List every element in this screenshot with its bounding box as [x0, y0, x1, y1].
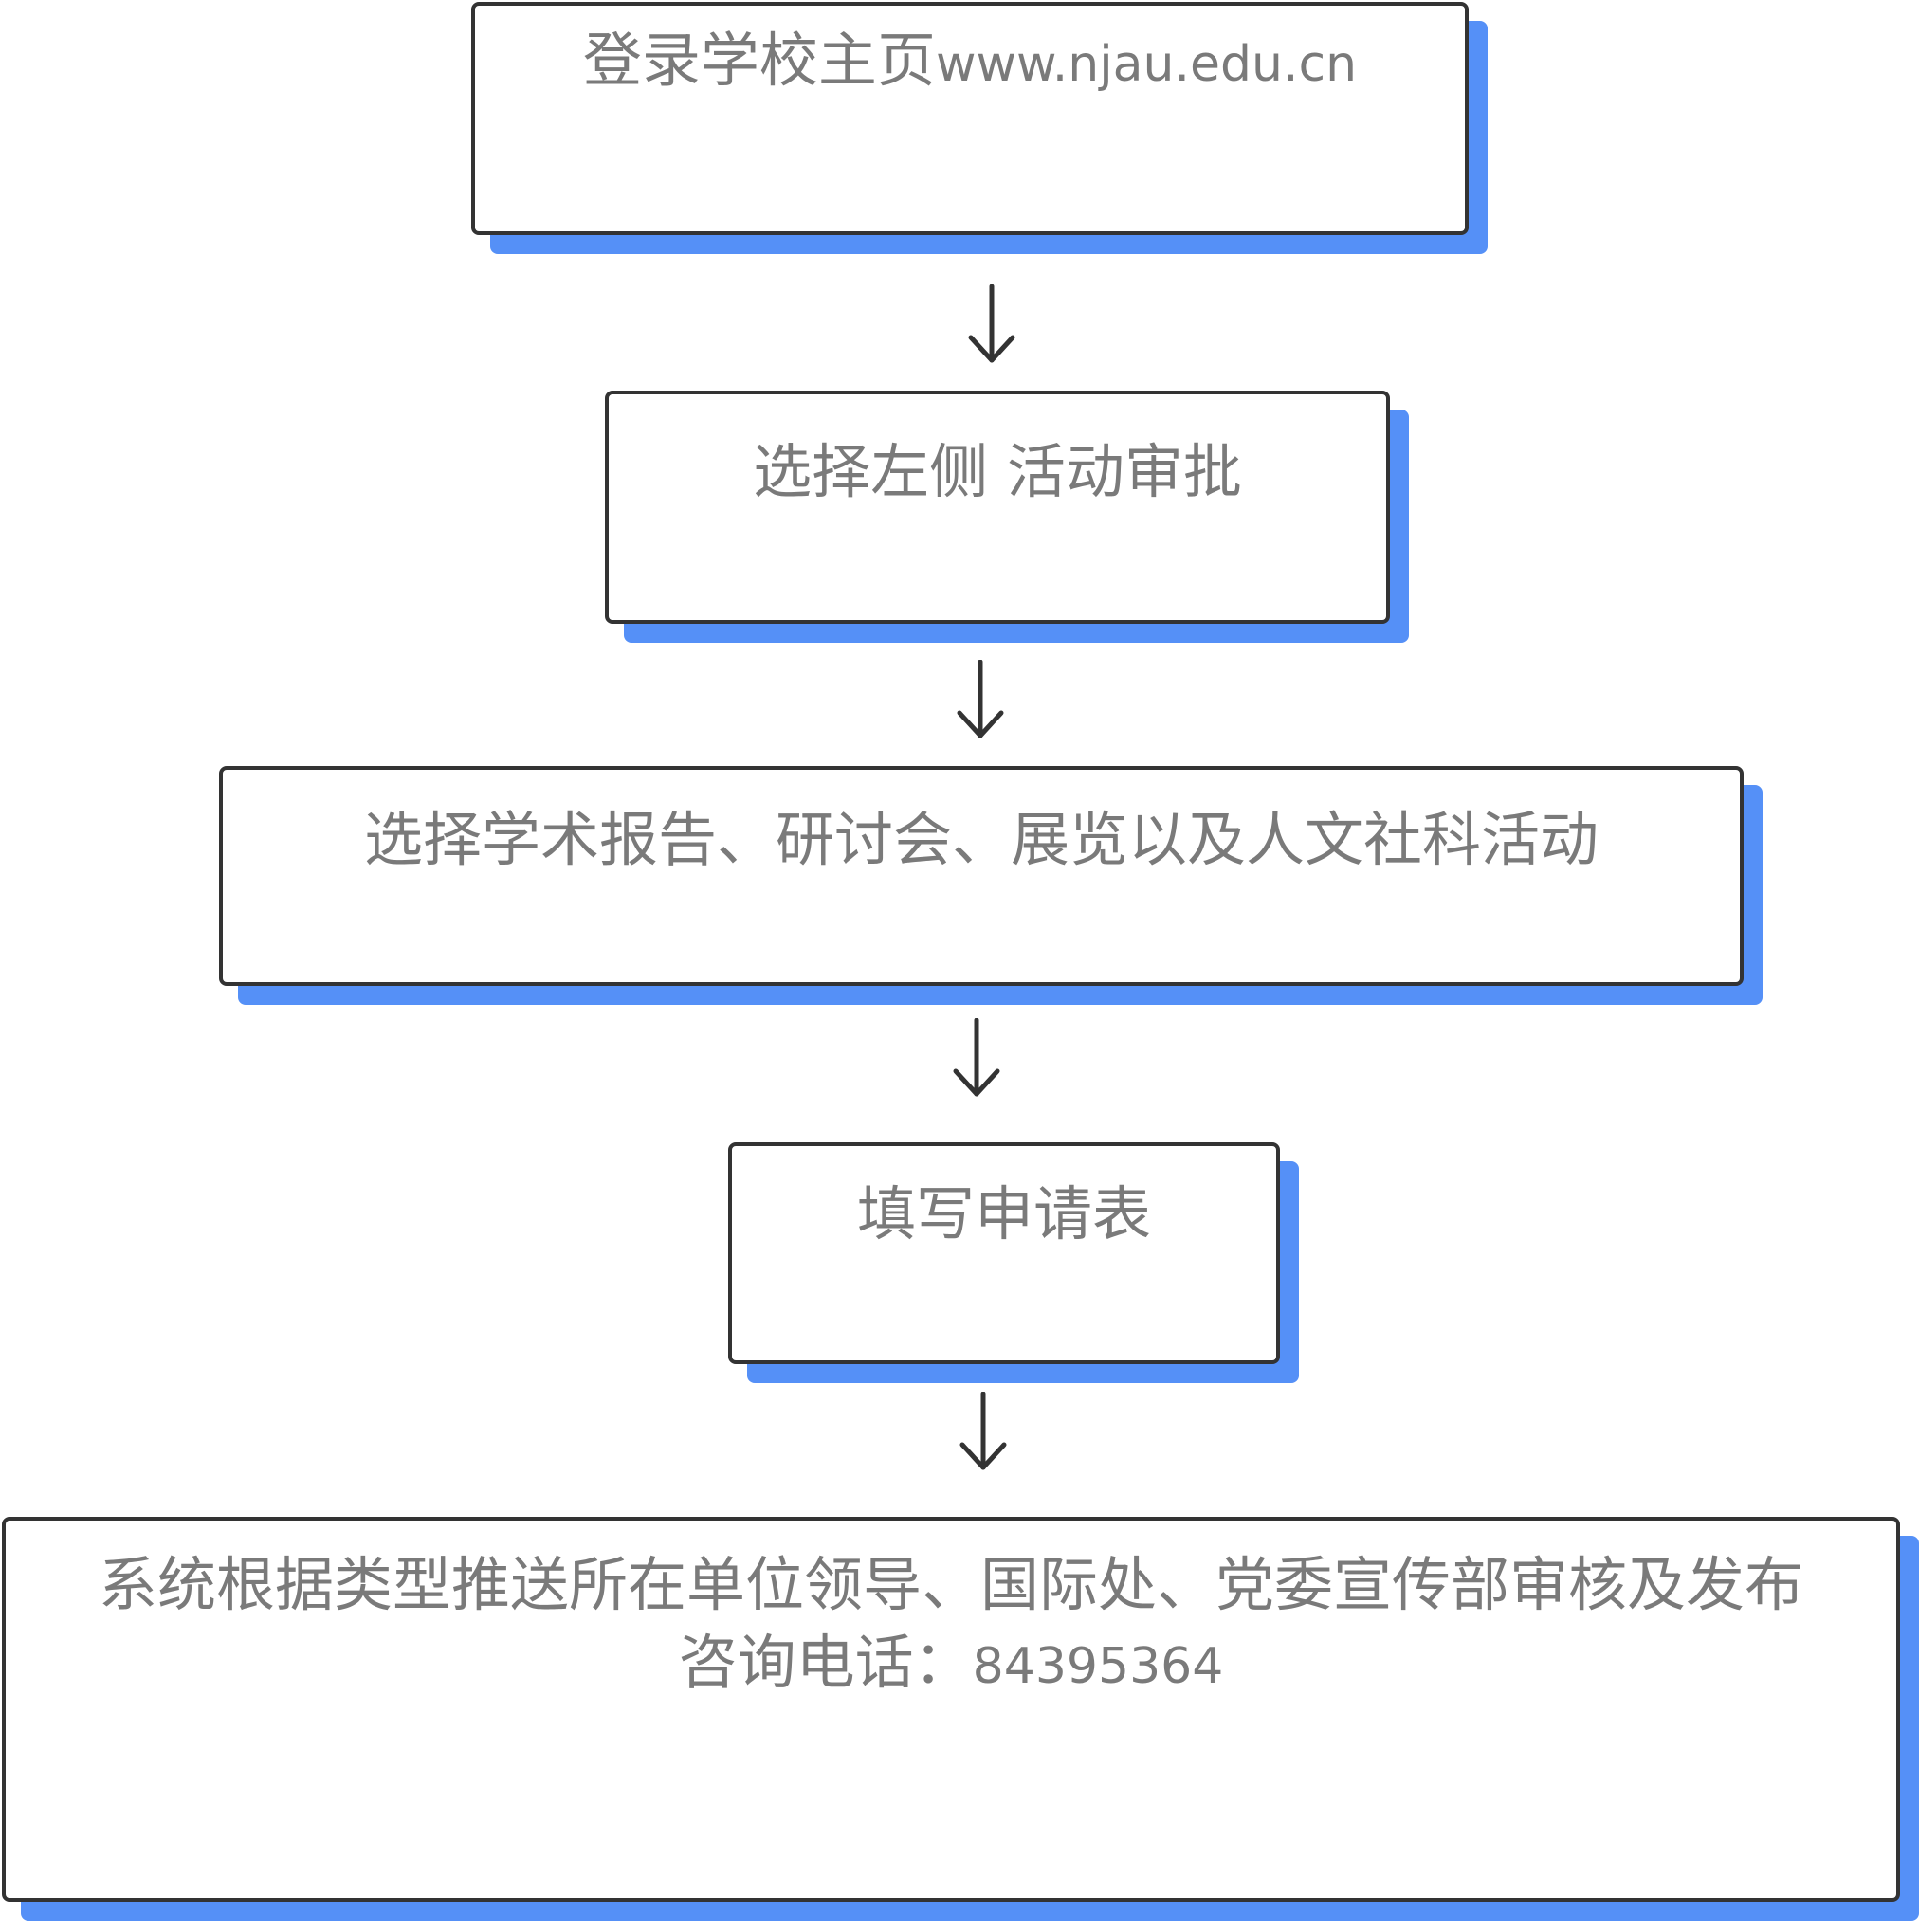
- down-arrow-icon: [960, 1392, 1007, 1470]
- flow-step-review-publish: 系统根据类型推送所在单位领导、国际处、党委宣传部审核及发布 咨询电话：84395…: [2, 1517, 1900, 1902]
- flow-step-select-activity-type: 选择学术报告、研讨会、展览以及人文社科活动: [219, 766, 1744, 986]
- down-arrow-icon: [953, 1018, 1000, 1097]
- step-3-text: 选择学术报告、研讨会、展览以及人文社科活动: [363, 805, 1599, 874]
- down-arrow-icon: [957, 660, 1004, 738]
- flow-step-select-approval: 选择左侧 活动审批: [605, 391, 1390, 624]
- consult-phone-label: 咨询电话：: [678, 1628, 973, 1697]
- consult-phone-number: 84395364: [972, 1638, 1224, 1695]
- step-1-text-cn: 登录学校主页: [582, 26, 936, 95]
- step-2-text: 选择左侧 活动审批: [753, 437, 1242, 506]
- step-5-text: 系统根据类型推送所在单位领导、国际处、党委宣传部审核及发布: [98, 1550, 1803, 1619]
- school-homepage-url: www.njau.edu.cn: [935, 36, 1358, 93]
- consult-phone-line: 咨询电话：84395364: [6, 1625, 1896, 1704]
- step-4-text: 填写申请表: [856, 1179, 1151, 1249]
- flow-step-fill-form: 填写申请表: [728, 1142, 1280, 1364]
- step-1-text: 登录学校主页www.njau.edu.cn: [475, 25, 1465, 100]
- down-arrow-icon: [968, 284, 1015, 363]
- flow-step-login: 登录学校主页www.njau.edu.cn: [471, 2, 1469, 235]
